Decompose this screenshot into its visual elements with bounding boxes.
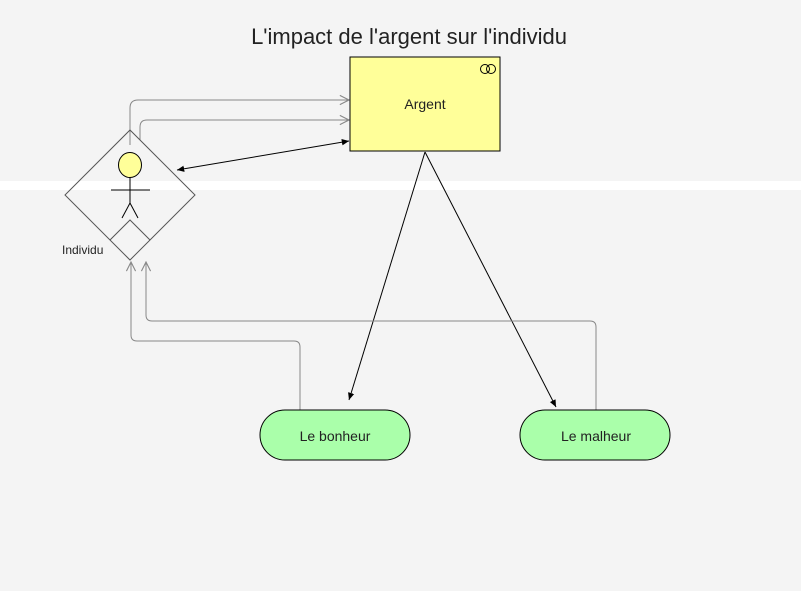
edge-individual-money-1[interactable] <box>129 100 349 145</box>
node-money-label: Argent <box>404 96 445 112</box>
edge-individual-money-2[interactable] <box>139 120 349 140</box>
node-misfortune-label: Le malheur <box>561 428 631 444</box>
actor-icon <box>111 152 150 219</box>
node-money[interactable]: Argent <box>349 56 501 152</box>
node-happiness-label: Le bonheur <box>300 428 371 444</box>
edge-individual-money-bidirectional[interactable] <box>176 139 350 172</box>
edge-happiness-individual[interactable] <box>131 262 301 410</box>
node-misfortune[interactable]: Le malheur <box>519 409 671 461</box>
node-happiness[interactable]: Le bonheur <box>259 409 411 461</box>
edge-misfortune-individual[interactable] <box>146 262 597 410</box>
edge-money-misfortune[interactable] <box>424 151 557 408</box>
diagram-title: L'impact de l'argent sur l'individu <box>251 24 567 49</box>
collaboration-icon <box>480 64 496 74</box>
node-individual-label: Individu <box>62 243 103 257</box>
node-individual[interactable]: Individu <box>62 129 196 261</box>
edge-money-happiness[interactable] <box>348 151 426 401</box>
